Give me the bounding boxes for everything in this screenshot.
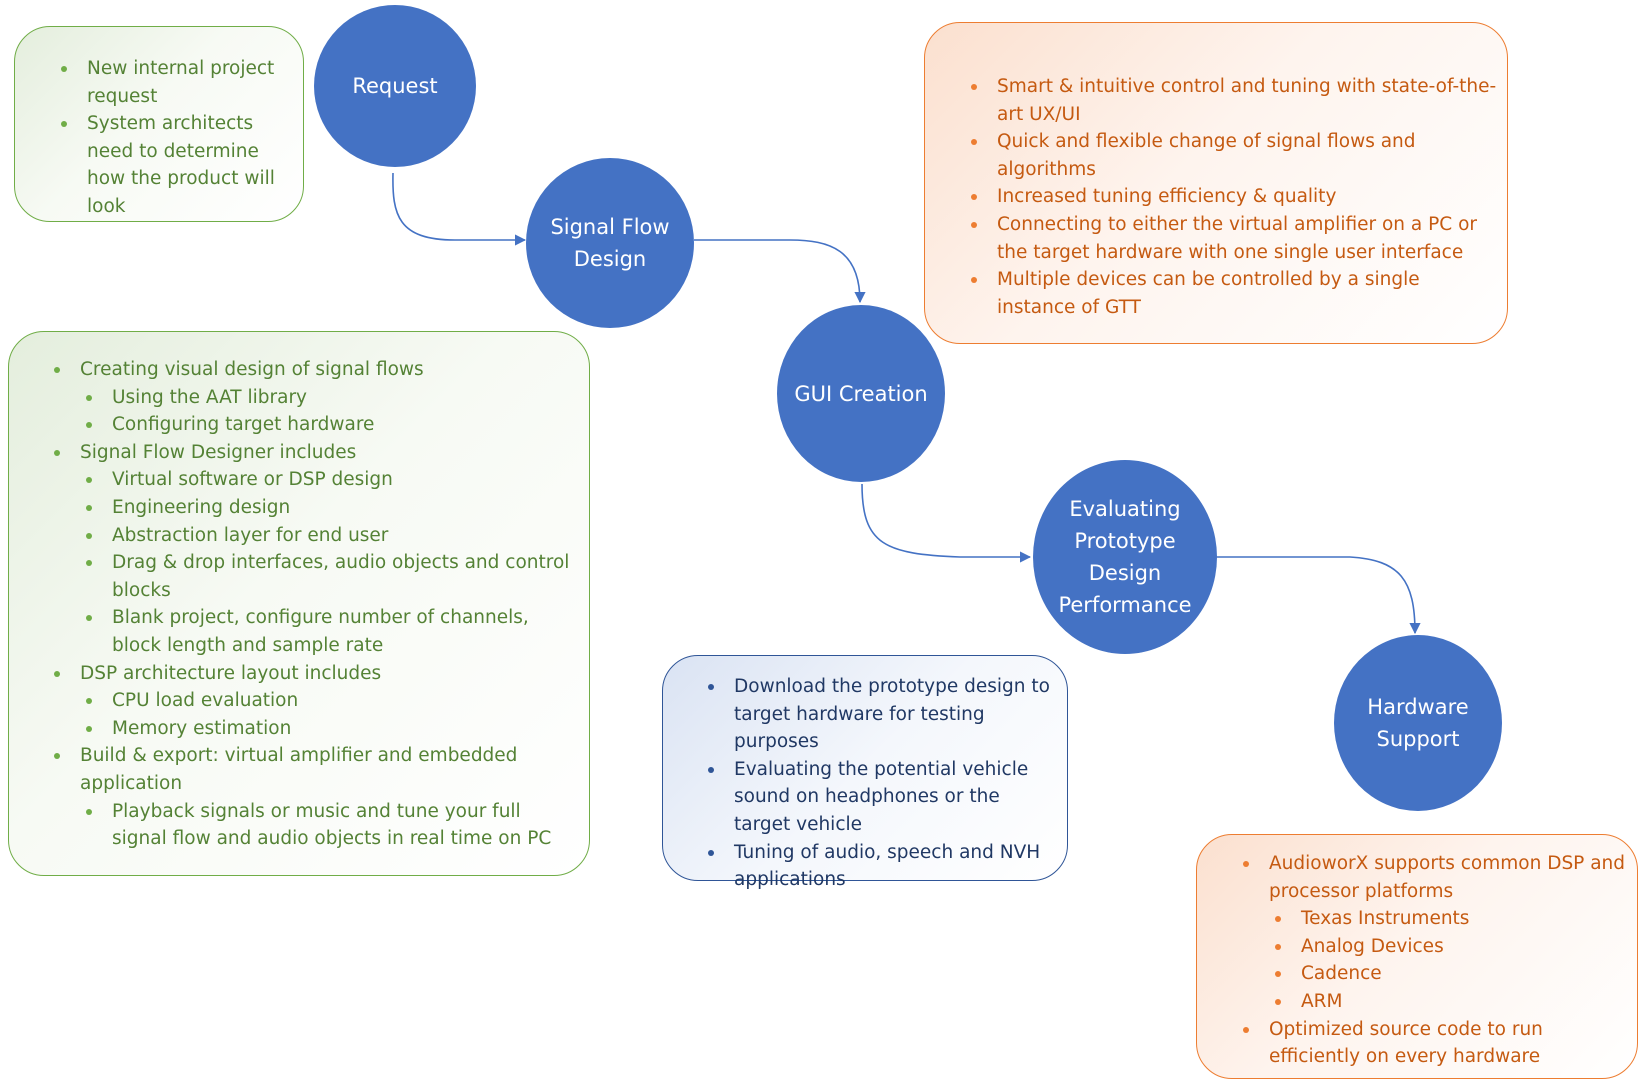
list-item: Smart & intuitive control and tuning wit…	[971, 73, 1497, 128]
connector-evaluating-to-hardware	[1216, 556, 1421, 635]
evaluating-details-list: Download the prototype design to target …	[708, 673, 1059, 894]
sub-list-item: Cadence	[1275, 960, 1629, 988]
sub-list-item: Texas Instruments	[1275, 905, 1629, 933]
list-item: Download the prototype design to target …	[708, 673, 1059, 756]
hardware-support-details-list: AudioworX supports common DSP and proces…	[1243, 850, 1629, 1071]
list-item: New internal project request	[61, 55, 285, 110]
node-signal-flow-design: Signal Flow Design	[526, 158, 694, 328]
list-item: Quick and flexible change of signal flow…	[971, 128, 1497, 183]
sub-list-item: Configuring target hardware	[86, 411, 571, 439]
hardware-support-details-box: AudioworX supports common DSP and proces…	[1196, 834, 1638, 1079]
connector-gui-to-evaluating	[861, 483, 1032, 563]
list-item: Connecting to either the virtual amplifi…	[971, 211, 1497, 266]
list-item: Signal Flow Designer includes	[54, 439, 571, 467]
sub-list-item: Memory estimation	[86, 715, 571, 743]
evaluating-details-box: Download the prototype design to target …	[662, 655, 1068, 890]
sub-list-item: CPU load evaluation	[86, 687, 571, 715]
sub-list-item: Playback signals or music and tune your …	[86, 798, 571, 853]
list-item: AudioworX supports common DSP and proces…	[1243, 850, 1629, 905]
list-item: Tuning of audio, speech and NVH applicat…	[708, 839, 1059, 894]
list-item: System architects need to determine how …	[61, 110, 285, 220]
list-item: DSP architecture layout includes	[54, 660, 571, 688]
sub-list-item: ARM	[1275, 988, 1629, 1016]
gui-creation-details-list: Smart & intuitive control and tuning wit…	[971, 73, 1497, 321]
sub-list-item: Abstraction layer for end user	[86, 522, 571, 550]
node-hardware-support: Hardware Support	[1334, 635, 1502, 811]
sub-list-item: Virtual software or DSP design	[86, 466, 571, 494]
connector-signal-flow-to-gui	[694, 239, 866, 304]
list-item: Evaluating the potential vehicle sound o…	[708, 756, 1059, 839]
list-item: Optimized source code to run efficiently…	[1243, 1016, 1629, 1071]
list-item: Increased tuning efficiency & quality	[971, 183, 1497, 211]
node-evaluating-prototype: Evaluating Prototype Design Performance	[1033, 460, 1217, 654]
connector-request-to-signal-flow	[392, 172, 527, 246]
list-item: Build & export: virtual amplifier and em…	[54, 742, 571, 797]
sub-list-item: Engineering design	[86, 494, 571, 522]
sub-list-item: Drag & drop interfaces, audio objects an…	[86, 549, 571, 604]
sub-list-item: Using the AAT library	[86, 384, 571, 412]
list-item: Multiple devices can be controlled by a …	[971, 266, 1497, 321]
sub-list-item: Analog Devices	[1275, 933, 1629, 961]
sub-list: Playback signals or music and tune your …	[86, 798, 571, 853]
sub-list-item: Blank project, configure number of chann…	[86, 604, 571, 659]
node-request: Request	[314, 5, 476, 167]
node-gui-creation: GUI Creation	[777, 305, 945, 482]
list-item: Creating visual design of signal flows	[54, 356, 571, 384]
gui-creation-details-box: Smart & intuitive control and tuning wit…	[924, 22, 1508, 344]
